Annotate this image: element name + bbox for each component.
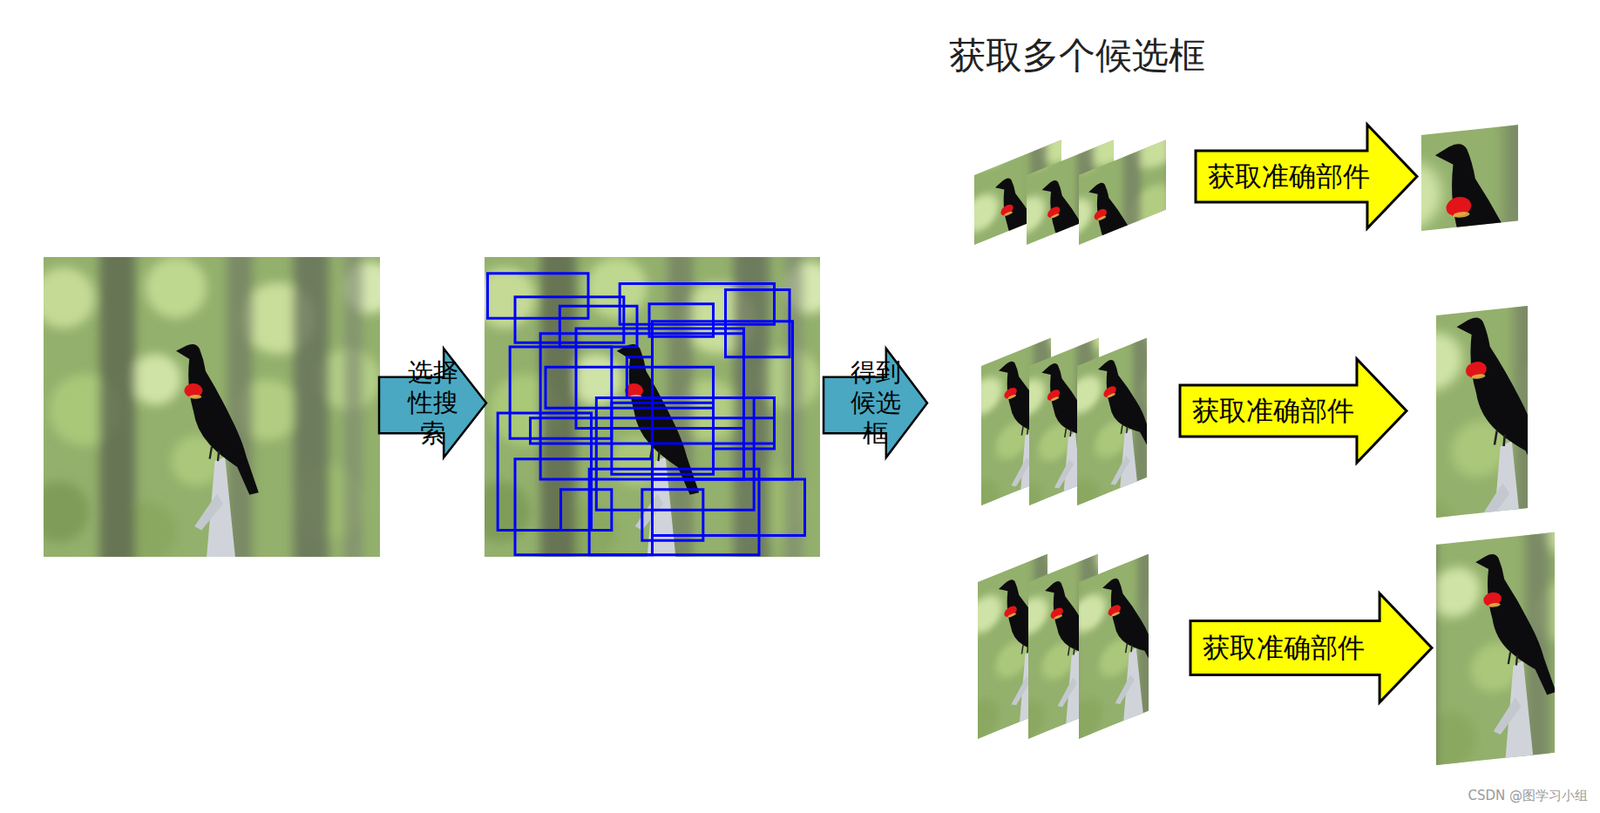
candidate-crop — [987, 60, 1239, 381]
result-arrow: 获取准确部件 — [1178, 357, 1409, 465]
arrow-label: 得到候选框 — [850, 357, 902, 448]
arrow-label: 获取准确部件 — [1188, 631, 1365, 665]
part-result — [1331, 438, 1600, 788]
process-arrow: 得到候选框 — [821, 346, 929, 460]
bird-photo — [27, 246, 395, 567]
process-arrow: 选择性搜索 — [377, 346, 489, 460]
candidate-crop — [941, 58, 1193, 380]
candidate-boxes — [488, 273, 806, 556]
candidate-crop — [940, 241, 1192, 563]
title: 获取多个候选框 — [949, 31, 1206, 81]
candidate-crop — [1001, 455, 1254, 778]
arrow-label: 获取准确部件 — [1193, 160, 1370, 193]
arrow-label: 选择性搜索 — [407, 357, 459, 448]
result-arrow: 获取准确部件 — [1193, 122, 1419, 231]
bird-photo-with-boxes — [469, 246, 836, 567]
candidate-crop — [943, 458, 1196, 780]
watermark: CSDN @图学习小组 — [1467, 787, 1588, 805]
arrow-label: 获取准确部件 — [1178, 394, 1355, 428]
result-arrow: 获取准确部件 — [1188, 591, 1434, 705]
